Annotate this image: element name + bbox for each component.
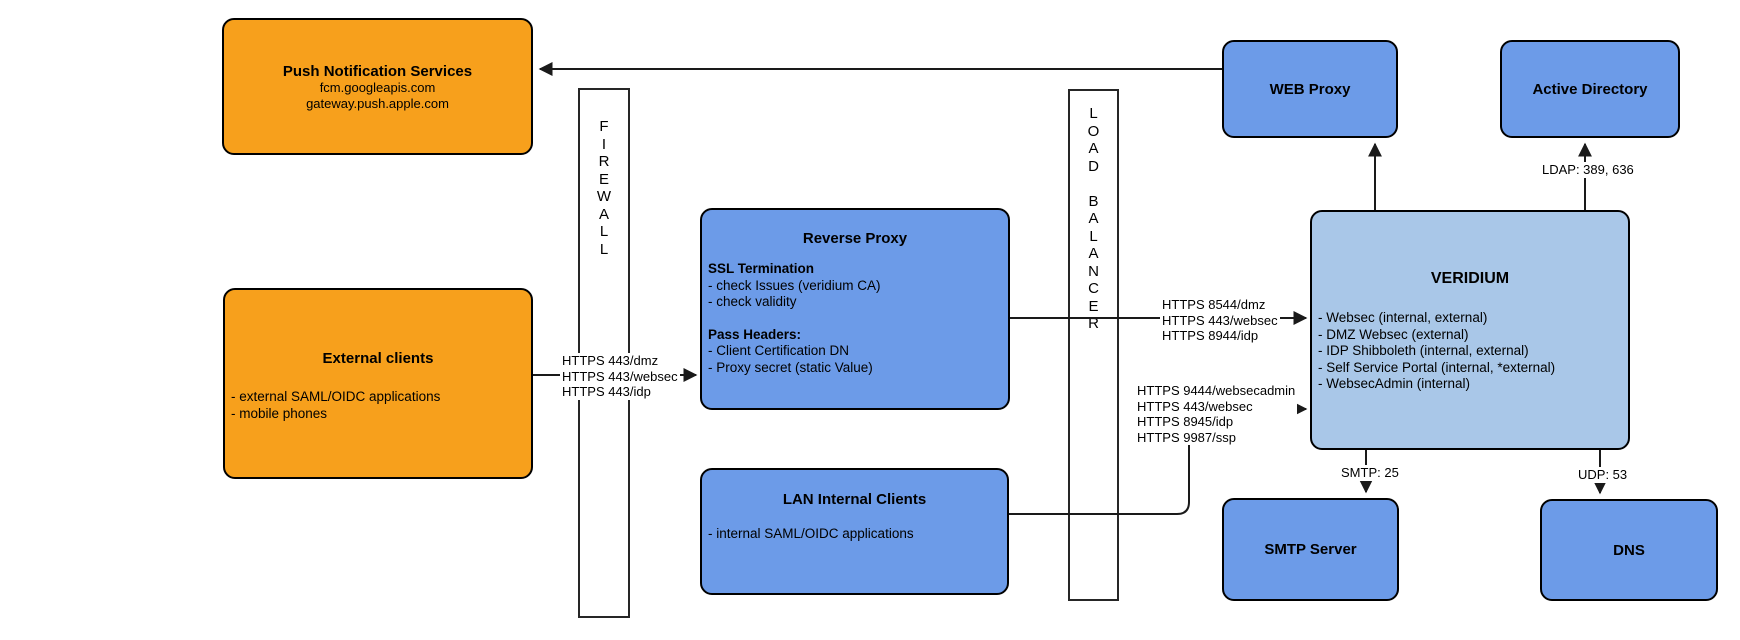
veridium-service: - WebsecAdmin (internal) bbox=[1318, 376, 1471, 391]
node-load-balancer: L O A D B A L A N C E R bbox=[1068, 89, 1119, 601]
edge-label-lan-to-veridium: HTTPS 9444/websecadmin HTTPS 443/websec … bbox=[1135, 383, 1298, 445]
reverse-proxy-title: Reverse Proxy bbox=[802, 230, 908, 247]
veridium-service: - IDP Shibboleth (internal, external) bbox=[1318, 343, 1529, 358]
edge-label-line: HTTPS 443/idp bbox=[562, 384, 651, 399]
reverse-proxy-item: - Proxy secret (static Value) bbox=[708, 359, 873, 375]
reverse-proxy-item: - check Issues (veridium CA) bbox=[708, 277, 881, 293]
edge-label-line: HTTPS 443/websec bbox=[1137, 398, 1253, 414]
node-reverse-proxy: Reverse Proxy SSL Termination - check Is… bbox=[700, 208, 1010, 410]
edge-label-reverse-proxy-to-veridium: HTTPS 8544/dmz HTTPS 443/websec HTTPS 89… bbox=[1160, 297, 1280, 344]
edge-label-smtp: SMTP: 25 bbox=[1339, 465, 1401, 481]
veridium-service: - DMZ Websec (external) bbox=[1318, 326, 1469, 342]
edge-label-external-to-reverse-proxy: HTTPS 443/dmz HTTPS 443/websec HTTPS 443… bbox=[560, 353, 680, 400]
edge-label-line: HTTPS 443/websec bbox=[562, 368, 678, 384]
edge-label-ldap: LDAP: 389, 636 bbox=[1540, 162, 1636, 178]
edge-label-line: HTTPS 8544/dmz bbox=[1162, 297, 1266, 312]
edge-label-line: HTTPS 8945/idp bbox=[1137, 414, 1234, 429]
veridium-title: VERIDIUM bbox=[1430, 270, 1510, 287]
veridium-service: - Self Service Portal (internal, *extern… bbox=[1318, 359, 1556, 375]
smtp-server-title: SMTP Server bbox=[1264, 541, 1357, 558]
active-directory-title: Active Directory bbox=[1532, 80, 1648, 98]
node-push-notification-services: Push Notification Services fcm.googleapi… bbox=[222, 18, 533, 155]
web-proxy-title: WEB Proxy bbox=[1269, 80, 1351, 98]
node-active-directory: Active Directory bbox=[1500, 40, 1680, 138]
external-clients-bullet: - mobile phones bbox=[231, 405, 328, 421]
dns-title: DNS bbox=[1613, 541, 1645, 559]
edge-label-line: HTTPS 8944/idp bbox=[1162, 328, 1259, 343]
push-notification-host-fcm: fcm.googleapis.com bbox=[319, 80, 436, 95]
push-notification-title: Push Notification Services bbox=[282, 63, 473, 80]
external-clients-title: External clients bbox=[322, 350, 434, 367]
node-dns: DNS bbox=[1540, 499, 1718, 601]
external-clients-bullet: - external SAML/OIDC applications bbox=[231, 389, 441, 404]
veridium-service: - Websec (internal, external) bbox=[1318, 310, 1488, 325]
firewall-label: F I R E W A L L bbox=[596, 118, 612, 258]
node-smtp-server: SMTP Server bbox=[1222, 498, 1399, 601]
edge-label-line: HTTPS 443/websec bbox=[1162, 312, 1278, 328]
edge-label-line: HTTPS 443/dmz bbox=[562, 353, 659, 368]
node-lan-internal-clients: LAN Internal Clients - internal SAML/OID… bbox=[700, 468, 1009, 595]
node-web-proxy: WEB Proxy bbox=[1222, 40, 1398, 138]
lan-internal-clients-title: LAN Internal Clients bbox=[782, 491, 927, 508]
lan-internal-clients-bullet: - internal SAML/OIDC applications bbox=[708, 526, 914, 541]
reverse-proxy-item: - Client Certification DN bbox=[708, 343, 850, 358]
reverse-proxy-item: - check validity bbox=[708, 294, 797, 309]
edge-label-udp: UDP: 53 bbox=[1576, 467, 1630, 483]
push-notification-host-apple: gateway.push.apple.com bbox=[306, 96, 449, 111]
reverse-proxy-section-heading: SSL Termination bbox=[708, 261, 815, 276]
reverse-proxy-section-heading: Pass Headers: bbox=[708, 326, 802, 342]
load-balancer-label: L O A D B A L A N C E R bbox=[1087, 105, 1100, 332]
edge-label-line: HTTPS 9987/ssp bbox=[1137, 429, 1236, 445]
edge-label-line: HTTPS 9444/websecadmin bbox=[1137, 383, 1296, 398]
node-external-clients: External clients - external SAML/OIDC ap… bbox=[223, 288, 533, 479]
node-veridium: VERIDIUM - Websec (internal, external) -… bbox=[1310, 210, 1630, 450]
